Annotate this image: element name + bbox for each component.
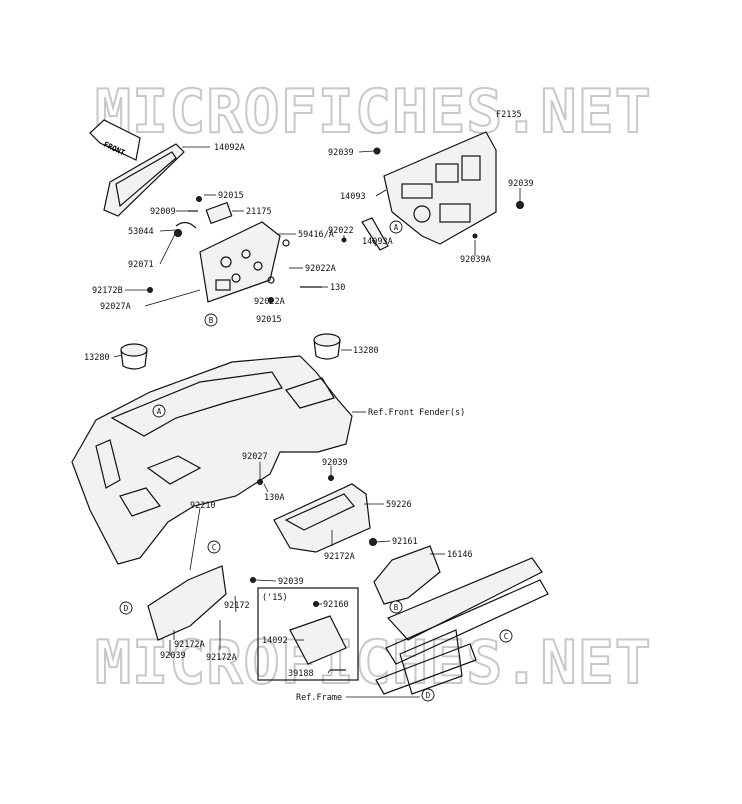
part-label-39188: 39188 [288, 669, 314, 679]
clip-92039-lower [250, 577, 256, 583]
dashboard-body [71, 355, 353, 565]
meter-cover-14092A [103, 143, 185, 217]
cup-holder-13280-left [120, 343, 148, 370]
part-label-92015-lower: 92015 [256, 315, 282, 325]
part-label-92172A-left: 92172A [174, 640, 205, 650]
meter-unit-59416 [199, 221, 281, 303]
part-label-92172: 92172 [224, 601, 250, 611]
part-label-13280-right: 13280 [353, 346, 379, 356]
part-label-92172A-mid: 92172A [324, 552, 355, 562]
screw-92160 [313, 601, 319, 607]
svg-text:A: A [157, 407, 162, 416]
part-label-92039A: 92039A [460, 255, 491, 265]
svg-text:B: B [394, 603, 399, 612]
part-label-13280-left: 13280 [84, 353, 110, 363]
lower-panel-92210 [147, 565, 227, 641]
part-label-92172A-right: 92172A [206, 653, 237, 663]
panel-59226 [273, 483, 371, 553]
part-label-92071: 92071 [128, 260, 154, 270]
part-label-92039-lower: 92039 [278, 577, 304, 587]
cup-holder-13280-right [313, 333, 341, 360]
lid-14092 [289, 615, 347, 665]
collar-92022 [341, 237, 347, 243]
svg-text:A: A [394, 223, 399, 232]
callout-D-dash: D [119, 601, 133, 615]
ref-front-fender: Ref.Front Fender(s) [368, 408, 465, 418]
part-label-16146: 16146 [447, 550, 473, 560]
collar-92161 [369, 538, 377, 546]
part-label-92161: 92161 [392, 537, 418, 547]
part-label-92027A: 92027A [100, 302, 131, 312]
callout-B-upper: B [204, 313, 218, 327]
svg-text:D: D [124, 604, 129, 613]
part-label-14093A: 14093A [362, 237, 393, 247]
sub-group-label: ('15) [262, 593, 288, 603]
part-label-92022A-upper: 92022A [305, 264, 336, 274]
part-label-92039-bottom: 92039 [160, 651, 186, 661]
part-label-92039-right: 92039 [508, 179, 534, 189]
frame-reference [375, 557, 549, 695]
watermark-bottom: MICROFICHES.NET [95, 628, 652, 698]
meter-bracket-21175 [205, 201, 233, 225]
ref-frame: Ref.Frame [296, 693, 342, 703]
callout-A-dash: A [152, 404, 166, 418]
sub-group-box-15 [257, 587, 359, 681]
clip-92039A [472, 233, 478, 239]
collar-92022A-lower [267, 276, 275, 284]
part-label-92039-mid: 92039 [322, 458, 348, 468]
clip-92039-top [373, 147, 381, 155]
part-label-92022: 92022 [328, 226, 354, 236]
callout-C-dash: C [207, 540, 221, 554]
clip-92039-right [516, 201, 524, 209]
part-label-92210: 92210 [190, 501, 216, 511]
clip-92172B [147, 287, 153, 293]
part-label-14092: 14092 [262, 636, 288, 646]
clip-92027 [257, 479, 263, 485]
collar-92022A-upper [282, 239, 290, 247]
clip-92039-mid [328, 475, 334, 481]
grommet-92071 [174, 229, 182, 237]
part-label-92009: 92009 [150, 207, 176, 217]
instrument-panel-14093 [383, 131, 497, 245]
glove-box-16146 [373, 545, 441, 605]
part-label-14092A: 14092A [214, 143, 245, 153]
callout-B-frame: B [389, 600, 403, 614]
part-label-14093: 14093 [340, 192, 366, 202]
figure-code: F2135 [496, 110, 522, 120]
part-label-59226: 59226 [386, 500, 412, 510]
screw-92015-upper [196, 196, 202, 202]
part-label-92172B: 92172B [92, 286, 123, 296]
svg-text:C: C [504, 632, 509, 641]
callout-D-frame: D [421, 688, 435, 702]
part-label-53044: 53044 [128, 227, 154, 237]
svg-text:B: B [209, 316, 214, 325]
part-label-92039-top: 92039 [328, 148, 354, 158]
part-label-130: 130 [330, 283, 345, 293]
part-label-59416A: 59416/A [298, 230, 334, 240]
part-label-92022A-lower: 92022A [254, 297, 285, 307]
callout-C-frame: C [499, 629, 513, 643]
callout-A-upper: A [389, 220, 403, 234]
part-label-92160: 92160 [323, 600, 349, 610]
watermark-top: MICROFICHES.NET [95, 77, 652, 147]
part-label-21175: 21175 [246, 207, 272, 217]
wire-53044 [175, 221, 197, 229]
panel-trim-14093A [361, 217, 389, 251]
part-label-130A: 130A [264, 493, 284, 503]
part-label-92027: 92027 [242, 452, 268, 462]
svg-text:D: D [426, 691, 431, 700]
part-label-92015-upper: 92015 [218, 191, 244, 201]
svg-text:C: C [212, 543, 217, 552]
